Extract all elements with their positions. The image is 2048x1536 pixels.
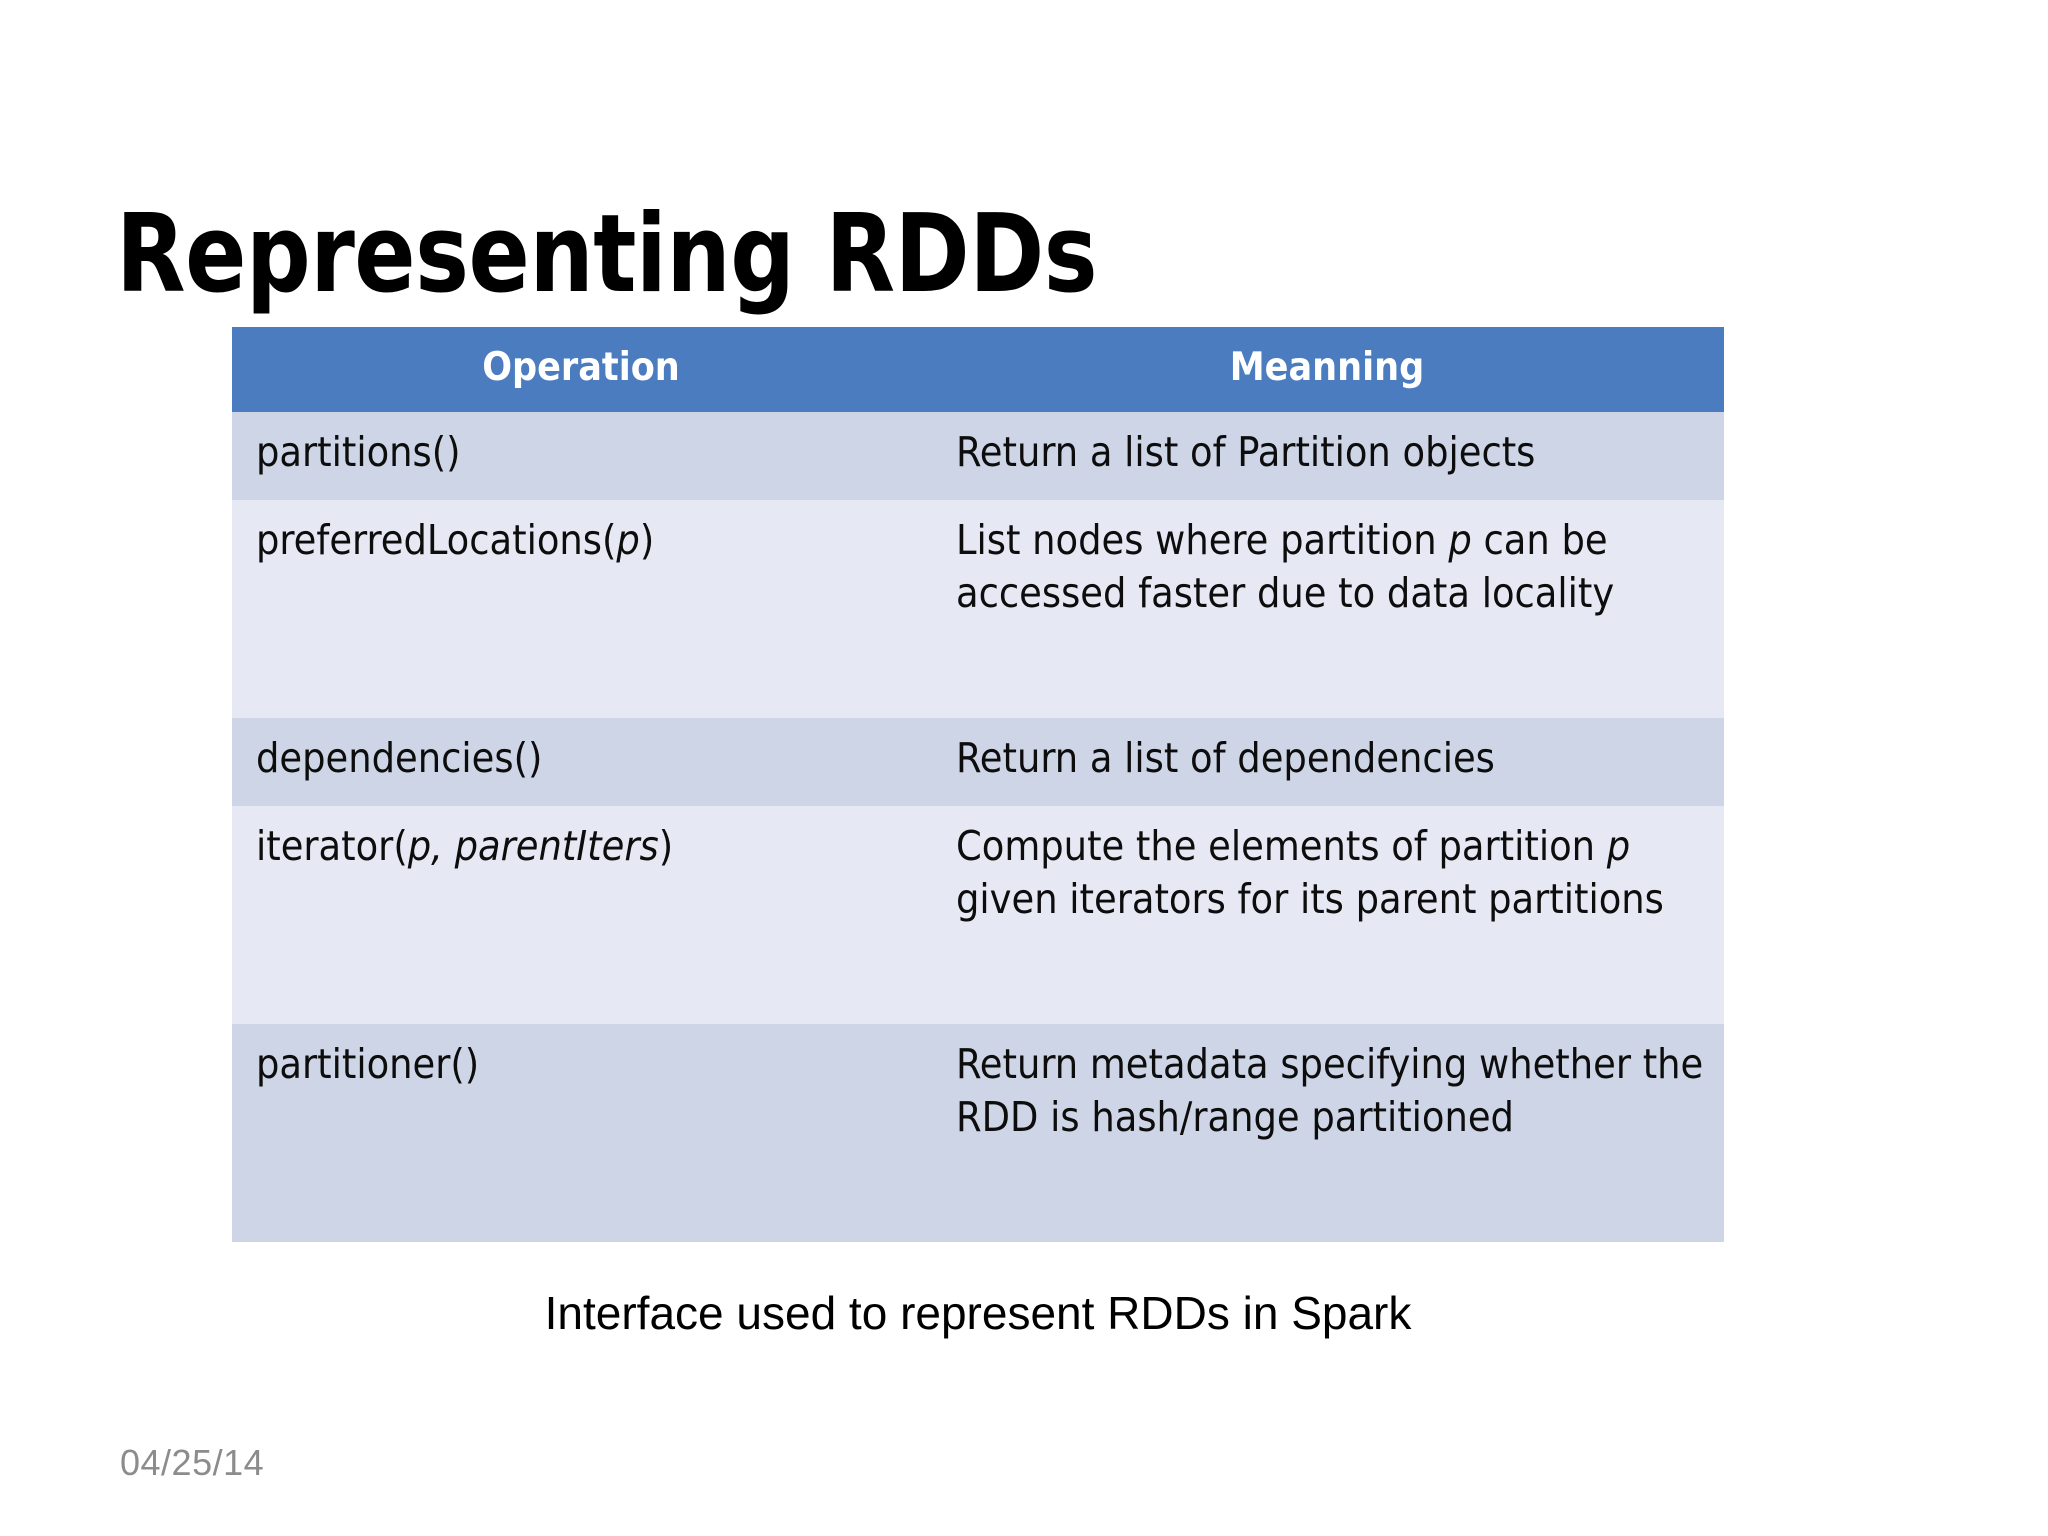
table-row: dependencies() Return a list of dependen…	[232, 717, 1724, 806]
operation-prefix: preferredLocations(	[256, 515, 617, 564]
meaning-suffix: can be accessed faster due to data local…	[956, 515, 1615, 618]
meaning-italic: p	[1606, 821, 1631, 870]
meaning-prefix: Return metadata specifying whether the R…	[956, 1039, 1704, 1142]
cell-meaning: Return a list of Partition objects	[930, 411, 1724, 500]
table-row: partitions() Return a list of Partition …	[232, 411, 1724, 500]
meaning-prefix: Compute the elements of partition	[956, 821, 1607, 870]
meaning-suffix: given iterators for its parent partition…	[956, 875, 1664, 924]
meaning-prefix: Return a list of Partition objects	[956, 427, 1536, 476]
table-body: partitions() Return a list of Partition …	[232, 411, 1724, 1242]
meaning-italic: p	[1448, 515, 1472, 564]
table-row: partitioner() Return metadata specifying…	[232, 1023, 1724, 1242]
cell-meaning: Compute the elements of partition p give…	[930, 805, 1724, 1024]
table-row: iterator(p, parentIters) Compute the ele…	[232, 805, 1724, 1024]
operation-suffix: )	[639, 515, 655, 564]
operation-prefix: iterator(	[256, 821, 408, 870]
operation-prefix: partitions()	[256, 427, 461, 476]
rdd-interface-table: Operation Meanning partitions() Return a…	[232, 327, 1724, 1242]
cell-meaning: Return a list of dependencies	[930, 717, 1724, 806]
operation-prefix: dependencies()	[256, 733, 543, 782]
operation-prefix: partitioner()	[256, 1039, 480, 1088]
table-caption: Interface used to represent RDDs in Spar…	[544, 1287, 1412, 1339]
cell-meaning: List nodes where partition p can be acce…	[930, 499, 1724, 718]
page-title: Representing RDDs	[116, 192, 1098, 318]
table-header: Operation Meanning	[232, 327, 1724, 412]
meaning-prefix: List nodes where partition	[956, 515, 1449, 564]
cell-operation: partitions()	[232, 411, 930, 500]
operation-suffix: )	[658, 821, 674, 870]
table-header-row: Operation Meanning	[232, 327, 1724, 412]
table-row: preferredLocations(p) List nodes where p…	[232, 499, 1724, 718]
cell-operation: partitioner()	[232, 1023, 930, 1242]
footer-date: 04/25/14	[120, 1442, 265, 1483]
cell-meaning: Return metadata specifying whether the R…	[930, 1023, 1724, 1242]
column-header-meaning: Meanning	[930, 327, 1724, 412]
operation-italic: p	[616, 515, 640, 564]
cell-operation: iterator(p, parentIters)	[232, 805, 930, 1024]
column-header-operation: Operation	[232, 327, 930, 412]
operation-italic: p, parentIters	[407, 821, 659, 870]
cell-operation: dependencies()	[232, 717, 930, 806]
cell-operation: preferredLocations(p)	[232, 499, 930, 718]
meaning-prefix: Return a list of dependencies	[956, 733, 1495, 782]
